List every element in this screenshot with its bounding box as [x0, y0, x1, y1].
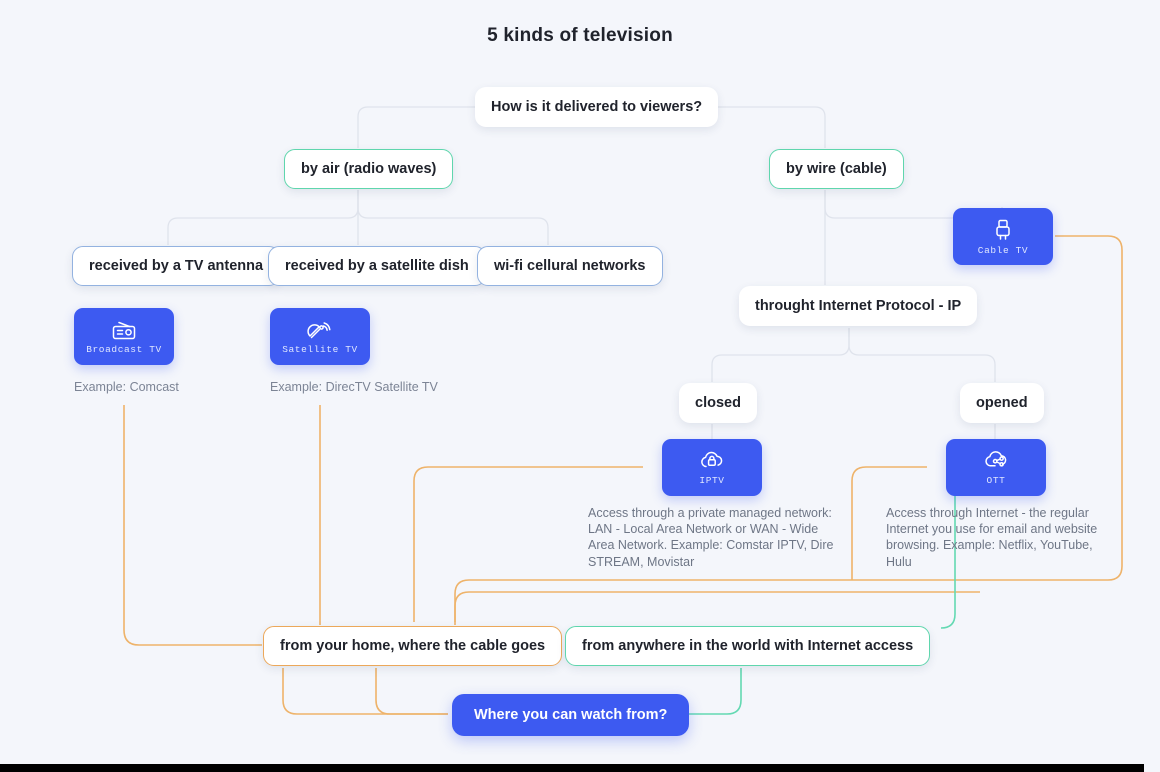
card-label: Cable TV	[977, 244, 1029, 256]
page-title: 5 kinds of television	[487, 25, 673, 46]
satellite-dish-icon	[307, 319, 333, 341]
node-opened[interactable]: opened	[960, 383, 1044, 423]
node-by-air[interactable]: by air (radio waves)	[284, 149, 454, 189]
cloud-lock-icon	[698, 449, 726, 472]
bottom-edge-bar	[0, 764, 1144, 772]
description-iptv: Access through a private managed network…	[588, 506, 834, 569]
node-wifi-cellular[interactable]: wi-fi cellural networks	[477, 246, 663, 286]
caption-broadcast-example: Example: Comcast	[74, 380, 179, 394]
node-tv-antenna[interactable]: received by a TV antenna	[72, 246, 281, 286]
node-internet-protocol[interactable]: throught Internet Protocol - IP	[739, 286, 978, 326]
node-satellite-dish[interactable]: received by a satellite dish	[268, 246, 486, 286]
plug-icon	[992, 218, 1014, 242]
node-root[interactable]: How is it delivered to viewers?	[475, 87, 719, 127]
card-broadcast-tv[interactable]: Broadcast TV	[74, 308, 174, 365]
bottom-edge-gap	[1144, 764, 1160, 772]
card-satellite-tv[interactable]: Satellite TV	[270, 308, 370, 365]
node-by-wire[interactable]: by wire (cable)	[769, 149, 904, 189]
card-iptv[interactable]: IPTV	[662, 439, 762, 496]
description-ott: Access through Internet - the regular In…	[886, 506, 1098, 569]
card-label: Broadcast TV	[86, 343, 162, 355]
card-ott[interactable]: OTT	[946, 439, 1046, 496]
node-closed[interactable]: closed	[679, 383, 757, 423]
card-label: Satellite TV	[282, 343, 358, 355]
card-cable-tv[interactable]: Cable TV	[953, 208, 1053, 265]
card-label: OTT	[986, 475, 1006, 486]
node-from-home[interactable]: from your home, where the cable goes	[263, 626, 563, 666]
caption-satellite-example: Example: DirecTV Satellite TV	[270, 380, 438, 394]
cloud-share-icon	[982, 449, 1010, 472]
card-label: IPTV	[699, 475, 725, 486]
node-where-you-can-watch-from[interactable]: Where you can watch from?	[452, 694, 690, 736]
radio-icon	[111, 319, 137, 341]
node-from-anywhere[interactable]: from anywhere in the world with Internet…	[565, 626, 931, 666]
